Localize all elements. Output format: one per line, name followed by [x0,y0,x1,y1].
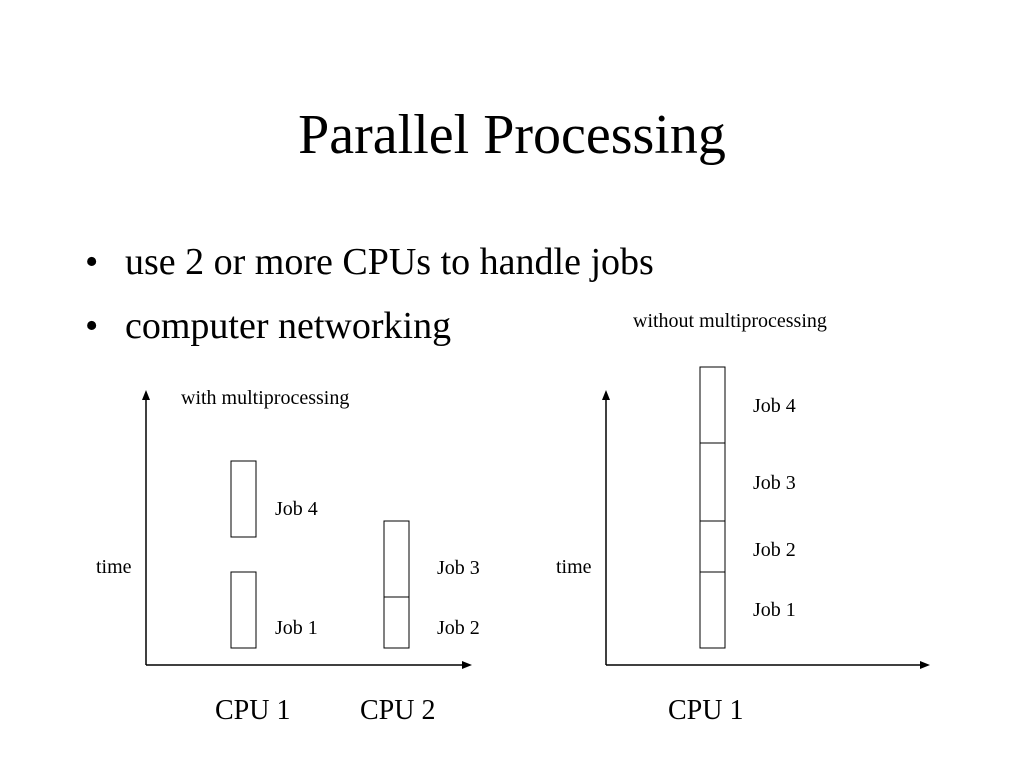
job-block-job2 [699,520,726,573]
job-label-job2: Job 2 [753,539,796,561]
cpu-label-cpu2: CPU 2 [360,695,436,726]
bullet-icon: • [85,241,99,283]
job-label-job4: Job 4 [753,395,796,417]
bullet-text: computer networking [125,305,452,347]
job-block-job2 [383,596,410,649]
with-multiprocessing-caption: with multiprocessing [181,387,350,409]
job-block-job3 [383,520,410,598]
job-block-job4 [699,366,726,444]
cpu-label-cpu1: CPU 1 [215,695,291,726]
with-multiprocessing-diagram [142,390,472,669]
time-axis-label: time [556,556,592,578]
job-label-job3: Job 3 [437,557,480,579]
job-label-job4: Job 4 [275,498,318,520]
time-axis-label: time [96,556,132,578]
job-label-job2: Job 2 [437,617,480,639]
bullet-icon: • [85,305,99,347]
slide-title: Parallel Processing [298,104,726,166]
time-axis-arrowhead [142,390,150,400]
time-axis-arrowhead [602,390,610,400]
cpu-axis-arrowhead [462,661,472,669]
bullet-item: • use 2 or more CPUs to handle jobs [85,230,654,294]
bullet-item: • computer networking [85,294,654,358]
job-label-job3: Job 3 [753,472,796,494]
job-label-job1: Job 1 [275,617,318,639]
cpu-axis-arrowhead [920,661,930,669]
bullet-text: use 2 or more CPUs to handle jobs [125,241,654,283]
without-multiprocessing-caption: without multiprocessing [633,310,827,332]
job-label-job1: Job 1 [753,599,796,621]
without-multiprocessing-diagram [602,366,930,669]
job-block-job4 [230,460,257,538]
job-block-job3 [699,442,726,522]
bullet-list: • use 2 or more CPUs to handle jobs • co… [85,230,654,358]
cpu-label-cpu1: CPU 1 [668,695,744,726]
job-block-job1 [699,571,726,649]
job-block-job1 [230,571,257,649]
